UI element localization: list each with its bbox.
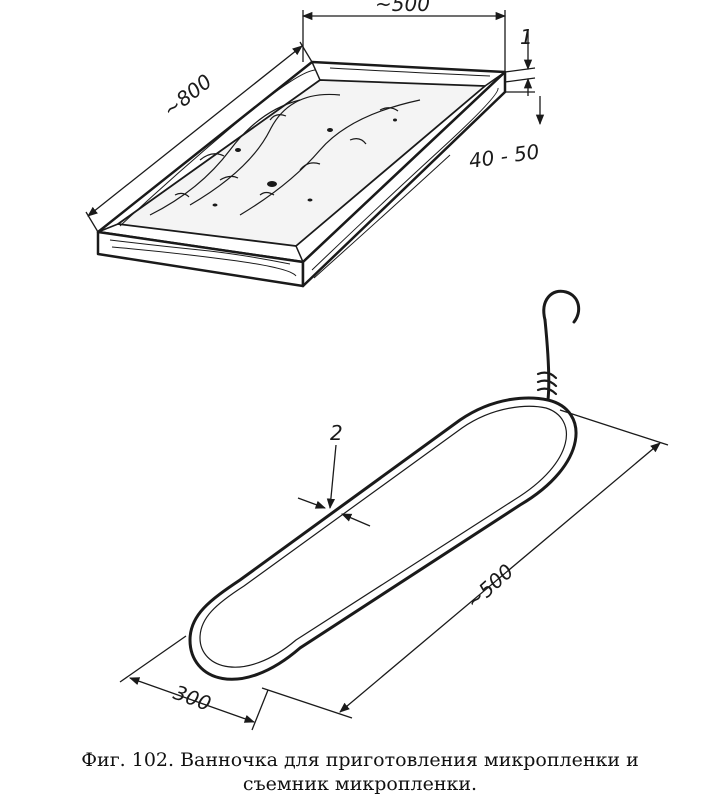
remover-loop-inner <box>199 405 567 668</box>
tray-drawing <box>96 60 507 288</box>
remover-hook <box>542 289 581 324</box>
remover-loop <box>188 396 578 681</box>
remover-twist <box>536 371 558 396</box>
remover-length-dim-line <box>339 442 661 713</box>
tray-wall-thickness-label: 1 <box>520 25 533 49</box>
figure-caption: Фиг. 102. Ванночка для приготовления мик… <box>0 748 720 796</box>
caption-line-1: Фиг. 102. Ванночка для приготовления мик… <box>81 749 639 771</box>
remover-stem <box>543 318 551 402</box>
remover-drawing <box>188 289 581 681</box>
remover-dimensions <box>119 409 669 731</box>
remover-width-dim-line <box>129 677 255 723</box>
tray-length-label: ~800 <box>158 69 216 122</box>
tray-length-dim-line <box>87 45 303 217</box>
caption-line-2: съемник микропленки. <box>242 773 478 795</box>
tray-dimensions <box>85 10 545 233</box>
remover-length-label: ~500 <box>461 559 518 614</box>
remover-width-label: 300 <box>170 680 214 716</box>
tray-wall-height-label: 40 - 50 <box>467 139 540 173</box>
tray-width-label: ~500 <box>375 0 430 16</box>
remover-wire-label: 2 <box>330 421 343 445</box>
